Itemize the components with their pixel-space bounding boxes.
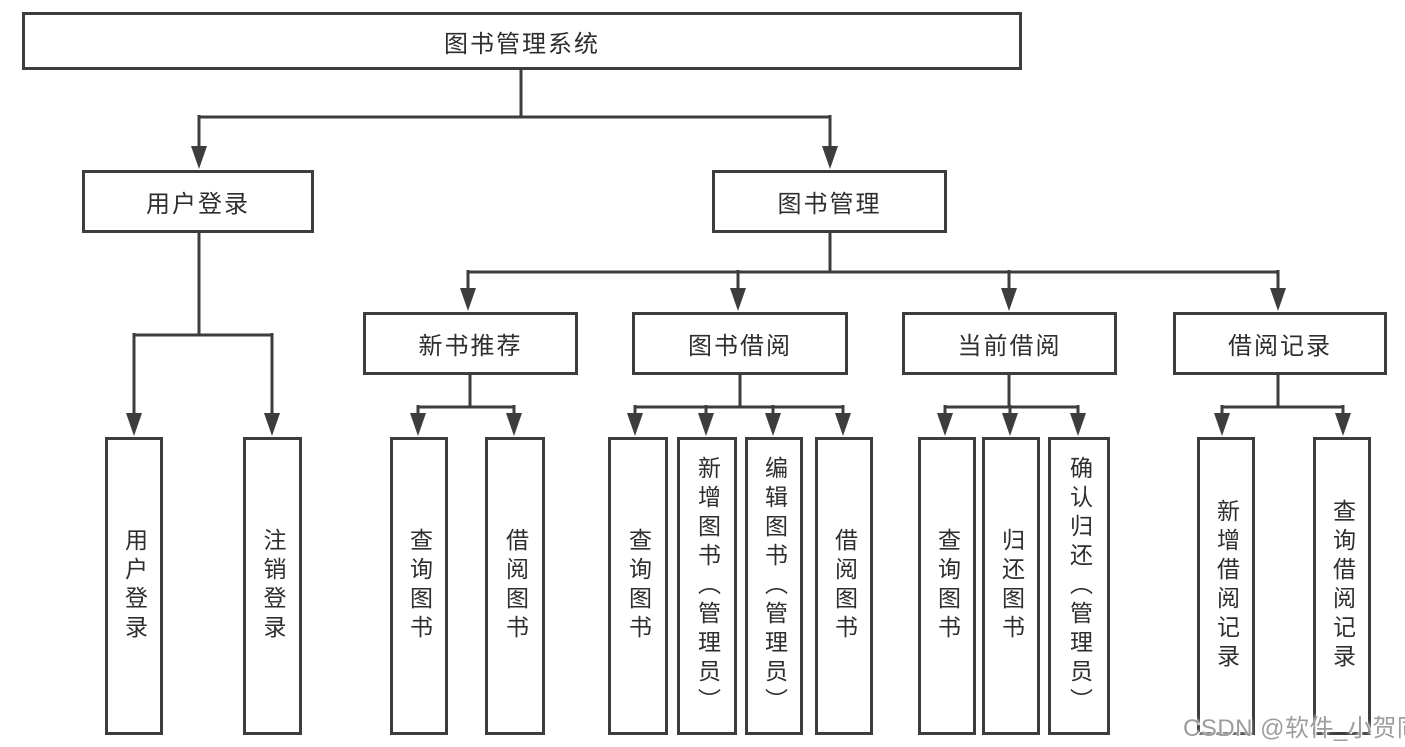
leaf-add-borrow-record: 新增借阅记录 [1197, 437, 1255, 735]
leaf-label: 归还图书 [998, 528, 1025, 644]
arrowhead [627, 413, 643, 436]
arrowhead [460, 288, 476, 311]
arrowhead [1270, 288, 1286, 311]
arrowhead [730, 288, 746, 311]
leaf-return-books: 归还图书 [982, 437, 1040, 735]
edge-recommend-split [416, 375, 516, 414]
leaf-label: 查询图书 [934, 528, 961, 644]
arrowhead [765, 413, 781, 436]
leaf-label: 编辑图书（管理员） [761, 455, 788, 717]
arrowhead [937, 413, 953, 436]
edge-user-login-split [132, 233, 274, 413]
leaf-label: 查询借阅记录 [1329, 499, 1356, 673]
leaf-borrow-books-recommend: 借阅图书 [485, 437, 545, 735]
arrowhead [264, 413, 280, 436]
arrowhead [506, 413, 522, 436]
leaf-edit-books-admin: 编辑图书（管理员） [745, 437, 803, 735]
node-borrowing-records: 借阅记录 [1173, 312, 1387, 375]
node-book-borrowing: 图书借阅 [632, 312, 848, 375]
leaf-label: 注销登录 [260, 528, 286, 644]
leaf-label: 新增图书（管理员） [694, 455, 721, 717]
leaf-query-books-recommend: 查询图书 [390, 437, 448, 735]
edge-borrow-split [633, 375, 845, 414]
node-library-management-system: 图书管理系统 [22, 12, 1022, 70]
arrowhead [1002, 413, 1018, 436]
node-user-login: 用户登录 [82, 170, 314, 233]
leaf-label: 查询图书 [625, 528, 652, 644]
leaf-query-books-borrow: 查询图书 [608, 437, 668, 735]
arrowhead [410, 413, 426, 436]
node-new-book-recommendation: 新书推荐 [363, 312, 578, 375]
edge-root-split [197, 70, 832, 147]
arrowhead [822, 146, 838, 169]
leaf-logout: 注销登录 [243, 437, 302, 735]
leaf-label: 用户登录 [121, 528, 148, 644]
arrowhead [191, 146, 207, 169]
edge-lines [132, 70, 1345, 414]
leaf-label: 新增借阅记录 [1213, 499, 1240, 673]
leaf-label: 确认归还（管理员） [1066, 455, 1093, 717]
leaf-borrow-books: 借阅图书 [815, 437, 873, 735]
edge-current-split [943, 375, 1080, 414]
leaf-confirm-return-admin: 确认归还（管理员） [1048, 437, 1110, 735]
arrowhead [698, 413, 714, 436]
edge-book-management-split [466, 233, 1280, 289]
leaf-user-login: 用户登录 [105, 437, 163, 735]
leaf-label: 借阅图书 [502, 528, 529, 644]
arrowhead [1335, 413, 1351, 436]
leaf-add-books-admin: 新增图书（管理员） [677, 437, 737, 735]
arrowheads [126, 146, 1351, 436]
leaf-label: 借阅图书 [831, 528, 858, 644]
node-current-borrowing: 当前借阅 [902, 312, 1117, 375]
leaf-label: 查询图书 [406, 528, 433, 644]
node-book-management: 图书管理 [712, 170, 947, 233]
leaf-query-borrow-record: 查询借阅记录 [1313, 437, 1371, 735]
edge-record-split [1220, 375, 1345, 414]
arrowhead [1001, 288, 1017, 311]
arrowhead [126, 413, 142, 436]
watermark-text: CSDN @软件_小贺同学 [1183, 715, 1405, 742]
arrowhead [1070, 413, 1086, 436]
arrowhead [1214, 413, 1230, 436]
arrowhead [835, 413, 851, 436]
leaf-query-books-current: 查询图书 [918, 437, 976, 735]
